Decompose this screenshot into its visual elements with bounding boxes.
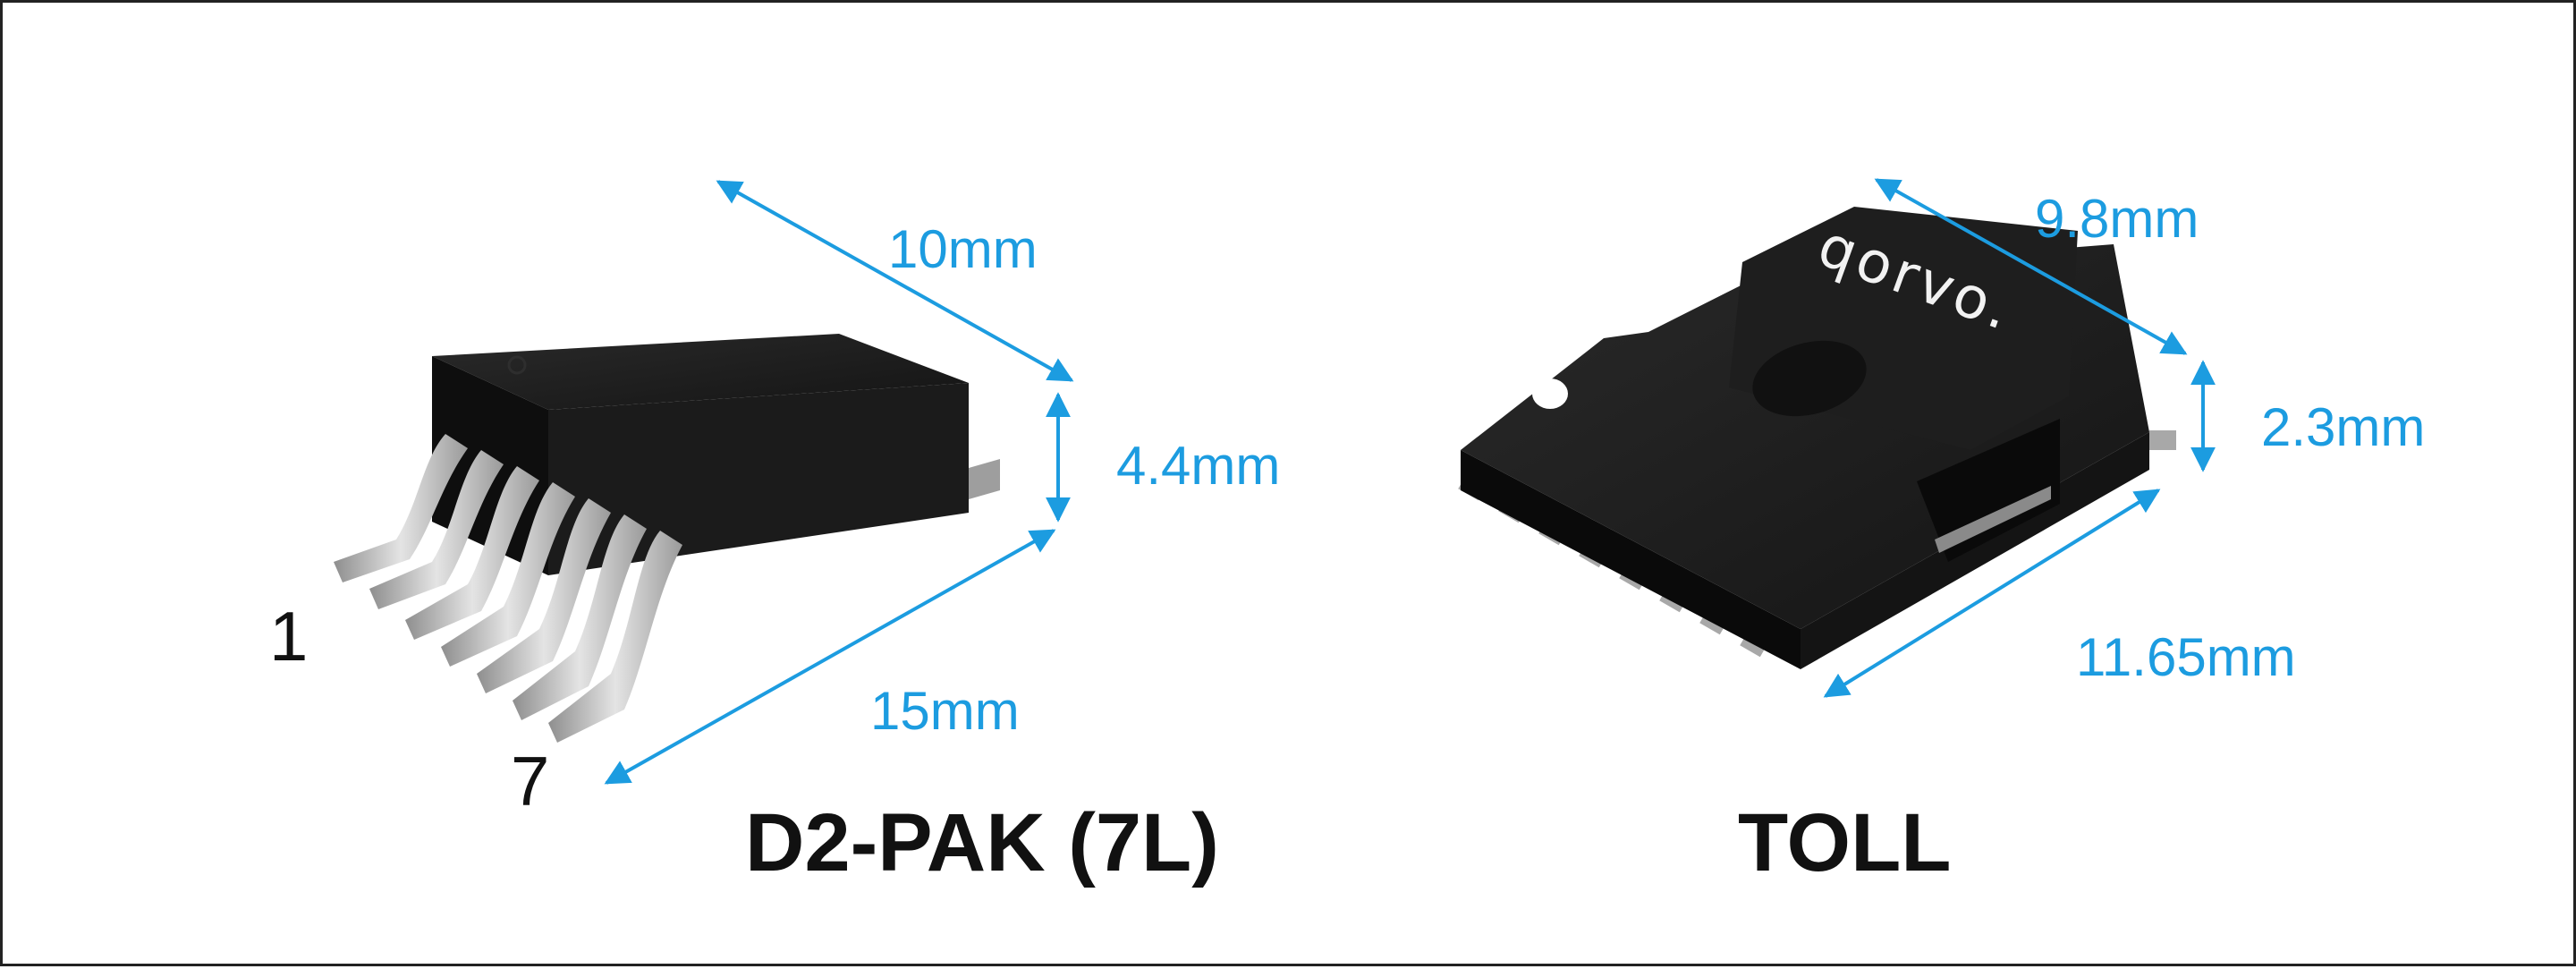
toll-length-arrow <box>1874 178 2188 355</box>
toll-mold-mark <box>1752 340 1867 417</box>
d2pak-lead <box>369 450 504 609</box>
toll-pad <box>2149 430 2176 450</box>
toll-package: qorvo. 9.8mm 2.3mm 11.65mm TOLL <box>1458 178 2425 888</box>
d2pak-width-arrow <box>604 529 1056 785</box>
d2pak-pin1-dimple <box>507 355 527 375</box>
d2pak-package: 10mm 4.4mm 15mm 1 7 D2-PAK (7L) <box>269 180 1280 888</box>
toll-pin1-dot <box>1532 378 1568 409</box>
toll-width-label: 11.65mm <box>2076 627 2296 687</box>
d2pak-pin-last-label: 7 <box>511 742 549 820</box>
toll-width-arrow <box>1823 489 2161 698</box>
d2pak-title: D2-PAK (7L) <box>745 797 1219 888</box>
d2pak-lead <box>477 498 611 693</box>
d2pak-lead <box>441 482 575 667</box>
d2pak-length-label: 10mm <box>888 219 1038 279</box>
toll-title: TOLL <box>1738 797 1952 888</box>
d2pak-pin-first-label: 1 <box>269 597 308 676</box>
d2pak-height-label: 4.4mm <box>1116 436 1280 496</box>
d2pak-width-label: 15mm <box>870 681 1020 741</box>
d2pak-tab <box>969 459 1000 499</box>
d2pak-side-face <box>548 383 969 575</box>
d2pak-lead <box>405 466 539 640</box>
d2pak-lead <box>334 434 468 582</box>
diagram-canvas: 10mm 4.4mm 15mm 1 7 D2-PAK (7L) <box>269 178 2425 888</box>
toll-length-label: 9.8mm <box>2035 189 2199 249</box>
d2pak-length-arrow <box>716 180 1074 382</box>
toll-front-face <box>1461 450 1801 669</box>
toll-height-label: 2.3mm <box>2261 397 2425 457</box>
